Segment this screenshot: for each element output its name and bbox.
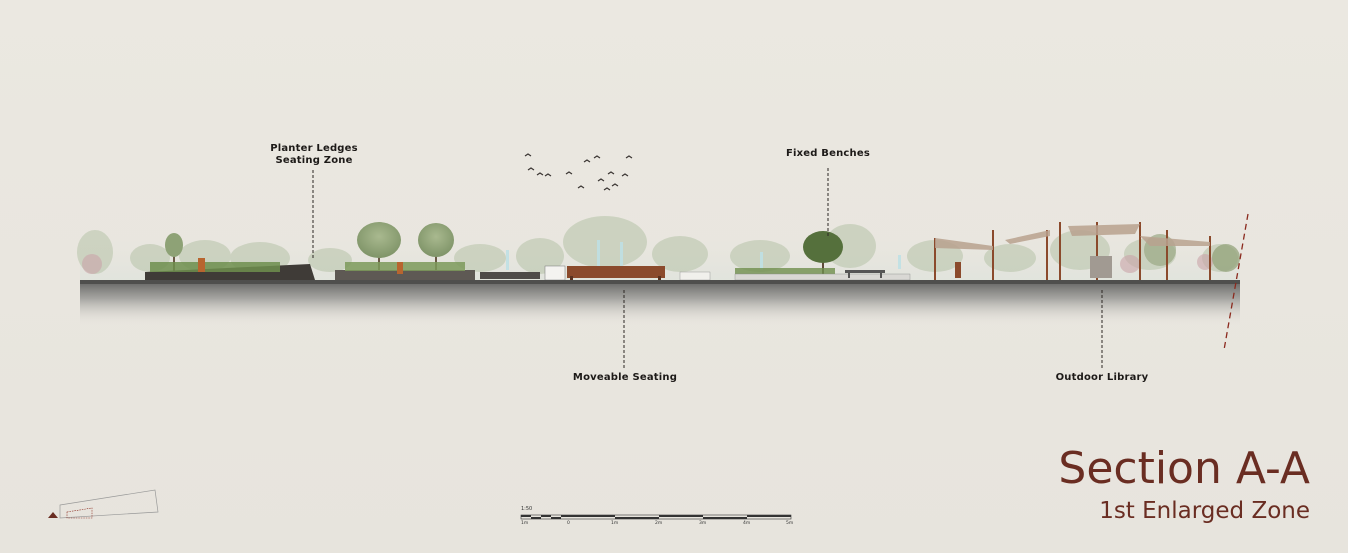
annotation-outdoor-library: Outdoor Library [1055,372,1149,383]
tree [803,231,843,274]
annotation-moveable-seating: Moveable Seating [572,372,678,383]
water-jets [506,240,901,270]
tree [1212,244,1240,272]
scale-tick: 1m [611,521,619,526]
north-arrow-icon [48,512,58,518]
annotation-fixed-benches: Fixed Benches [785,148,871,159]
leader-lines [312,168,1103,368]
annotation-planter-line2: Seating Zone [275,155,353,166]
reading-figure [955,262,961,278]
bird-flock [524,153,633,191]
annotation-planter-line1: Planter Ledges [270,143,358,154]
scale-tick: 5m [786,521,794,526]
scale-tick: 2m [655,521,663,526]
section-break-line [1223,213,1249,351]
flowering-shrubs [82,254,1213,274]
scale-tick: 3m [699,521,707,526]
moveable-seating-area [480,265,711,281]
scale-bar-graphic [520,514,792,520]
section-title: Section A-A [1058,443,1310,494]
background-foliage [77,216,1238,274]
annotation-planter-ledges: Planter Ledges Seating Zone [262,143,366,167]
planter-ledges [145,258,475,280]
scale-tick: 0 [567,521,570,526]
ground-slab [80,280,1240,284]
scale-tick: 4m [743,521,751,526]
seated-figure [397,262,403,274]
scale-ratio: 1:50 [521,506,533,512]
outdoor-library-structure [934,222,1211,280]
seated-figure [198,258,205,272]
section-subtitle: 1st Enlarged Zone [1099,498,1310,524]
key-plan [48,489,159,519]
scale-tick: 1m [521,521,529,526]
ground-fill [80,284,1240,326]
